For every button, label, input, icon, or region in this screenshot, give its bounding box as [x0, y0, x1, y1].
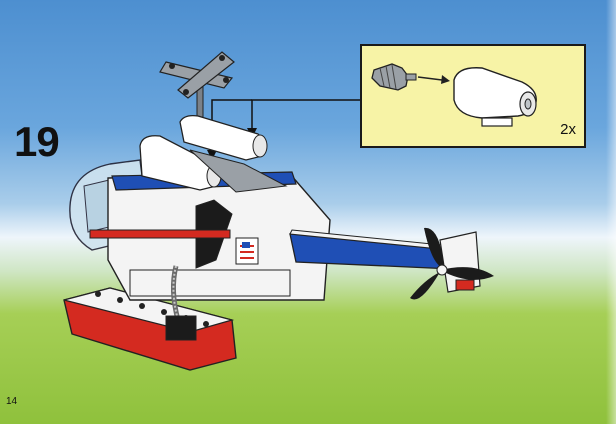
- jet-engine-housing-icon: [453, 67, 537, 127]
- page-number: 14: [6, 396, 18, 407]
- landing-strut: [165, 265, 197, 341]
- part-quantity: 2x: [560, 121, 576, 138]
- step-number: 19: [14, 118, 60, 165]
- engine-exhaust-icon: [371, 63, 417, 91]
- tail-rotor: [410, 227, 494, 300]
- parts-callout: 2x: [360, 44, 586, 148]
- main-rotor: [159, 51, 235, 129]
- arrow-icon: [417, 75, 450, 84]
- callout-parts-art: [371, 63, 537, 127]
- top-engines: [139, 114, 288, 193]
